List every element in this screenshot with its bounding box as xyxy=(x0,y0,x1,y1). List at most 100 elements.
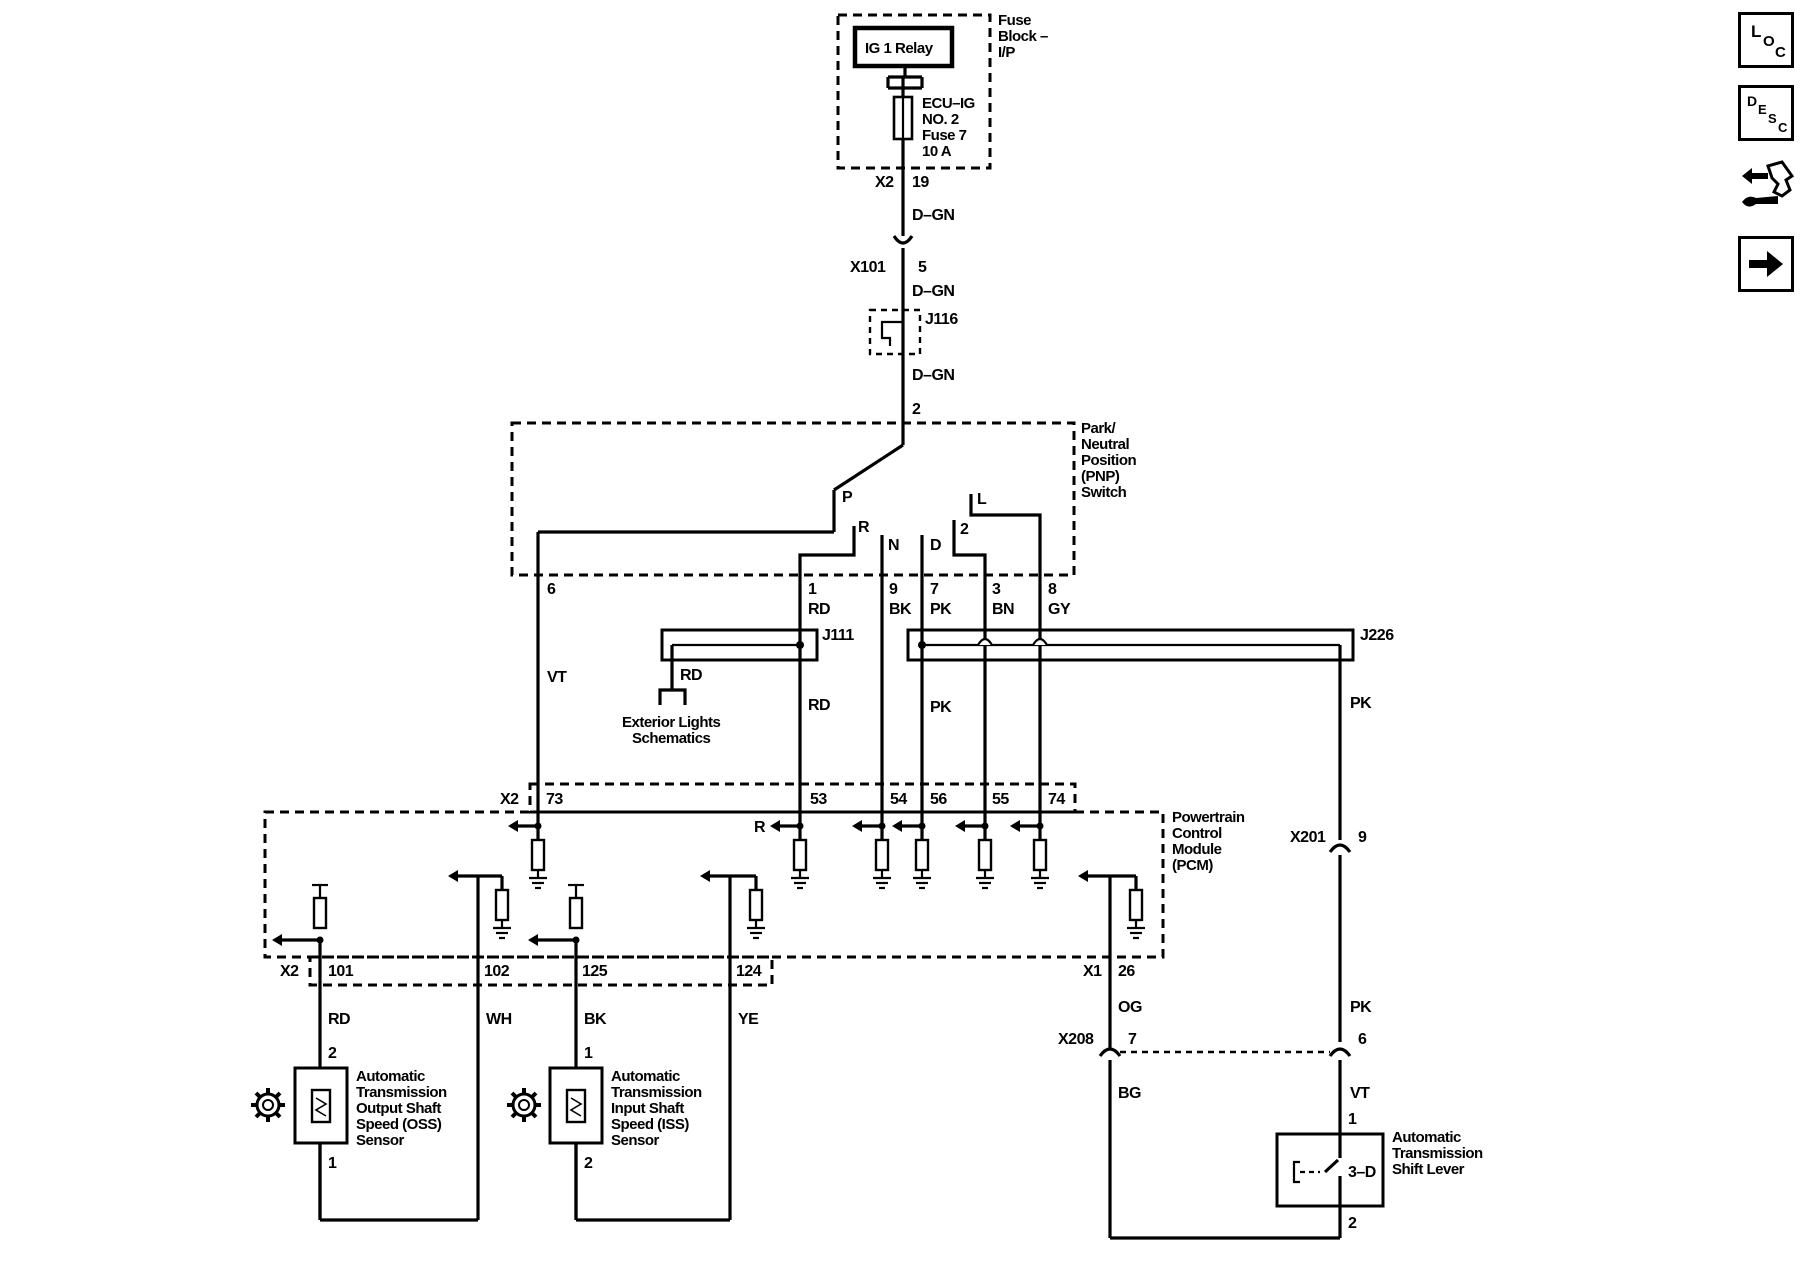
svg-text:YE: YE xyxy=(738,1011,759,1028)
svg-text:Sensor: Sensor xyxy=(611,1132,660,1149)
svg-text:19: 19 xyxy=(912,174,929,191)
svg-text:124: 124 xyxy=(736,963,762,980)
svg-text:RD: RD xyxy=(808,697,830,714)
svg-text:Park/: Park/ xyxy=(1081,420,1117,437)
svg-text:9: 9 xyxy=(1358,829,1367,846)
j116-splice xyxy=(868,308,922,356)
svg-text:Neutral: Neutral xyxy=(1081,436,1130,453)
svg-text:(PNP): (PNP) xyxy=(1081,468,1120,485)
svg-text:Switch: Switch xyxy=(1081,484,1127,501)
svg-text:26: 26 xyxy=(1118,963,1135,980)
svg-text:OG: OG xyxy=(1118,999,1142,1016)
svg-text:GY: GY xyxy=(1048,601,1071,618)
svg-text:VT: VT xyxy=(1350,1085,1370,1102)
svg-text:BK: BK xyxy=(584,1011,607,1028)
svg-text:3–D: 3–D xyxy=(1348,1164,1376,1181)
svg-text:5: 5 xyxy=(918,259,927,276)
svg-text:BK: BK xyxy=(889,601,912,618)
svg-text:6: 6 xyxy=(1358,1031,1367,1048)
fuse-block-label: Fuse xyxy=(998,12,1031,29)
next-icon[interactable] xyxy=(1738,236,1794,292)
shift-lever: 3–D Automatic Transmission Shift Lever xyxy=(1275,1129,1484,1208)
svg-text:3: 3 xyxy=(992,581,1001,598)
svg-text:PK: PK xyxy=(1350,999,1372,1016)
svg-text:PK: PK xyxy=(930,699,952,716)
svg-text:RD: RD xyxy=(328,1011,350,1028)
iss-sensor: Automatic Transmission Input Shaft Speed… xyxy=(507,1066,703,1149)
svg-text:Automatic: Automatic xyxy=(356,1068,425,1085)
svg-text:74: 74 xyxy=(1048,791,1065,808)
svg-text:PK: PK xyxy=(930,601,952,618)
svg-text:X201: X201 xyxy=(1290,829,1326,846)
svg-text:RD: RD xyxy=(808,601,830,618)
svg-text:Sensor: Sensor xyxy=(356,1132,405,1149)
svg-text:D–GN: D–GN xyxy=(912,283,954,300)
svg-text:Shift Lever: Shift Lever xyxy=(1392,1161,1465,1178)
svg-text:2: 2 xyxy=(328,1045,337,1062)
svg-text:125: 125 xyxy=(582,963,608,980)
svg-text:VT: VT xyxy=(547,669,567,686)
svg-text:102: 102 xyxy=(484,963,510,980)
svg-text:IG 1 Relay: IG 1 Relay xyxy=(865,40,934,57)
svg-text:7: 7 xyxy=(930,581,939,598)
j226-splice xyxy=(906,628,1355,662)
svg-text:Transmission: Transmission xyxy=(1392,1145,1483,1162)
gear-icon xyxy=(251,1088,285,1122)
svg-text:Speed (OSS): Speed (OSS) xyxy=(356,1116,442,1133)
pcm-inputs-bottom xyxy=(272,870,1147,1220)
svg-text:73: 73 xyxy=(546,791,563,808)
svg-text:Fuse 7: Fuse 7 xyxy=(922,127,967,144)
svg-text:Control: Control xyxy=(1172,825,1222,842)
repair-icon[interactable] xyxy=(1738,158,1794,214)
svg-text:I/P: I/P xyxy=(998,44,1015,61)
gear-icon xyxy=(507,1088,541,1122)
svg-text:ECU–IG: ECU–IG xyxy=(922,95,975,112)
svg-text:L: L xyxy=(977,491,987,508)
svg-text:R: R xyxy=(858,519,870,536)
svg-text:54: 54 xyxy=(890,791,907,808)
svg-text:1: 1 xyxy=(328,1155,337,1172)
svg-text:Block –: Block – xyxy=(998,28,1048,45)
svg-text:101: 101 xyxy=(328,963,354,980)
svg-text:RD: RD xyxy=(680,667,702,684)
svg-text:Module: Module xyxy=(1172,841,1222,858)
svg-text:WH: WH xyxy=(486,1011,512,1028)
svg-text:Input Shaft: Input Shaft xyxy=(611,1100,684,1117)
svg-text:Output Shaft: Output Shaft xyxy=(356,1100,441,1117)
svg-text:Transmission: Transmission xyxy=(356,1084,447,1101)
pcm-module: Powertrain Control Module (PCM) xyxy=(263,782,1245,987)
svg-text:9: 9 xyxy=(889,581,898,598)
svg-text:NO. 2: NO. 2 xyxy=(922,111,959,128)
description-icon[interactable]: D E S C xyxy=(1738,85,1794,141)
svg-text:D–GN: D–GN xyxy=(912,207,954,224)
pcm-inputs-top xyxy=(508,820,1051,890)
location-icon[interactable]: L O C xyxy=(1738,12,1794,68)
svg-text:2: 2 xyxy=(584,1155,593,1172)
svg-text:Automatic: Automatic xyxy=(1392,1129,1461,1146)
svg-text:X2: X2 xyxy=(500,791,519,808)
oss-sensor: Automatic Transmission Output Shaft Spee… xyxy=(251,1066,448,1149)
svg-text:55: 55 xyxy=(992,791,1009,808)
svg-text:D: D xyxy=(930,537,941,554)
x2-connector-label: X2 xyxy=(875,174,894,191)
pnp-switch: Park/ Neutral Position (PNP) Switch P R … xyxy=(510,420,1137,840)
svg-text:1: 1 xyxy=(1348,1111,1357,1128)
svg-text:R: R xyxy=(754,819,766,836)
fuse-block: Fuse Block – I/P IG 1 Relay ECU–IG NO. 2… xyxy=(836,12,1049,170)
svg-text:Automatic: Automatic xyxy=(611,1068,680,1085)
svg-text:X208: X208 xyxy=(1058,1031,1094,1048)
svg-text:J116: J116 xyxy=(925,311,958,328)
svg-text:10 A: 10 A xyxy=(922,143,952,160)
svg-text:BN: BN xyxy=(992,601,1014,618)
svg-text:56: 56 xyxy=(930,791,947,808)
svg-text:6: 6 xyxy=(547,581,556,598)
svg-text:2: 2 xyxy=(960,521,969,538)
svg-text:1: 1 xyxy=(584,1045,593,1062)
svg-text:D–GN: D–GN xyxy=(912,367,954,384)
svg-text:Speed (ISS): Speed (ISS) xyxy=(611,1116,689,1133)
svg-text:PK: PK xyxy=(1350,695,1372,712)
svg-text:N: N xyxy=(888,537,899,554)
svg-text:J226: J226 xyxy=(1360,627,1394,644)
svg-text:8: 8 xyxy=(1048,581,1057,598)
